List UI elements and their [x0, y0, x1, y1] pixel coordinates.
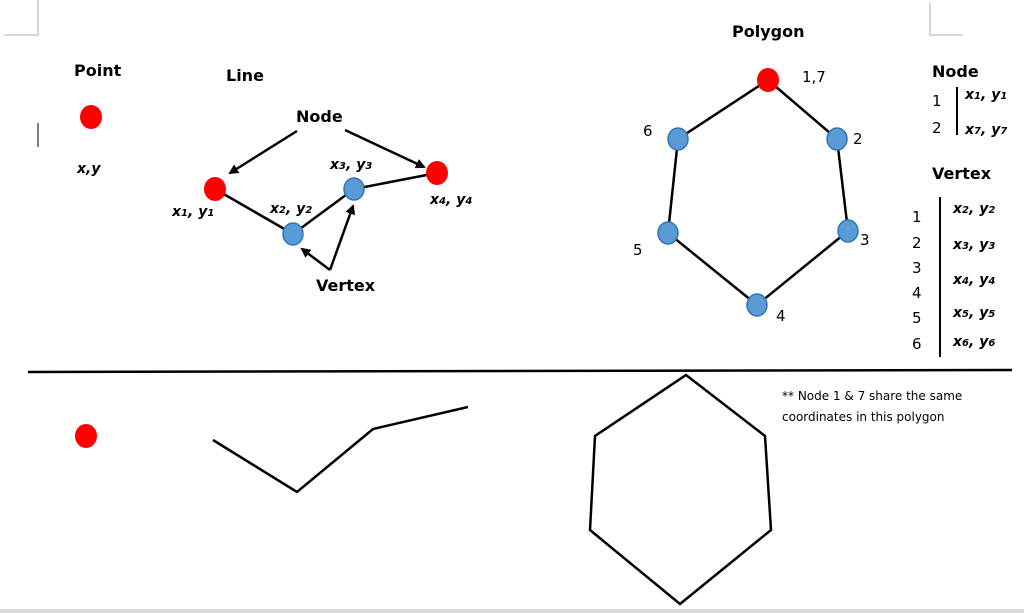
coord-label-3: x3, y3 [329, 157, 372, 173]
line-title: Line [226, 66, 264, 85]
vertex-arrow-right [328, 204, 355, 271]
note-line-1: ** Node 1 & 7 share the same [782, 389, 962, 403]
polygon-label-5: 5 [633, 241, 643, 259]
node-table-num-2: 2 [932, 119, 942, 137]
polygon-label-6: 6 [643, 122, 653, 140]
polygon-vertex-3 [837, 219, 859, 243]
polygon-label-1-7: 1,7 [802, 68, 826, 86]
point-node [80, 105, 102, 129]
node-table-coord-1: x1, y1 [964, 87, 1007, 103]
polygon-node-1-7 [757, 68, 779, 92]
node-table-num-1: 1 [932, 92, 942, 110]
line-feature [214, 171, 438, 236]
rendered-polygon [588, 373, 773, 606]
rendered-line [212, 405, 469, 494]
point-title: Point [74, 61, 122, 80]
polygon-label-4: 4 [776, 307, 786, 325]
node-arrow-right [344, 128, 426, 169]
vertex-table-coord-3: x3, y3 [952, 237, 995, 253]
vertex-table-num-3: 3 [912, 259, 922, 277]
vertex-table-num-5: 5 [912, 309, 922, 327]
line-vertex-label: Vertex [316, 276, 376, 295]
vertex-table-coord-4: x4, y4 [952, 272, 995, 288]
polygon-vertex-4 [746, 293, 768, 317]
coord-label-1: x1, y1 [171, 204, 214, 220]
polygon-label-2: 2 [853, 130, 863, 148]
polygon-label-3: 3 [860, 231, 870, 249]
vertex-table-title: Vertex [932, 164, 992, 183]
vertex-arrow-left [300, 247, 331, 271]
page-margin-mark-left [4, 0, 39, 36]
polygon-vertex-5 [657, 221, 679, 245]
node-table-coord-2: x7, y7 [964, 122, 1007, 138]
node-table-title: Node [932, 62, 979, 81]
polygon-vertex-6 [667, 127, 689, 151]
node-arrow-left [228, 129, 298, 175]
vertex-table-coord-6: x6, y6 [952, 334, 995, 350]
note-line-2: coordinates in this polygon [782, 410, 945, 424]
line-node-label: Node [296, 107, 343, 126]
page-margin-mark-right [929, 3, 963, 36]
point-label: x,y [76, 161, 101, 177]
line-node-4 [426, 161, 448, 185]
rendered-point [75, 424, 97, 448]
line-node-1 [204, 177, 226, 201]
vertex-table-coord-5: x5, y5 [952, 305, 995, 321]
vertex-table-num-4: 4 [912, 284, 922, 302]
vertex-table-num-1: 1 [912, 208, 922, 226]
vertex-table-num-2: 2 [912, 234, 922, 252]
coord-label-2: x2, y2 [269, 201, 312, 217]
coord-label-4: x4, y4 [429, 192, 472, 208]
vertex-table-num-6: 6 [912, 335, 922, 353]
polygon-title: Polygon [732, 22, 804, 41]
polygon-vertex-2 [826, 127, 848, 151]
line-vertex-2 [282, 222, 304, 246]
polygon-feature [666, 78, 850, 307]
section-divider [27, 368, 1013, 374]
vertex-table-coord-2: x2, y2 [952, 201, 995, 217]
line-vertex-3 [343, 177, 365, 201]
